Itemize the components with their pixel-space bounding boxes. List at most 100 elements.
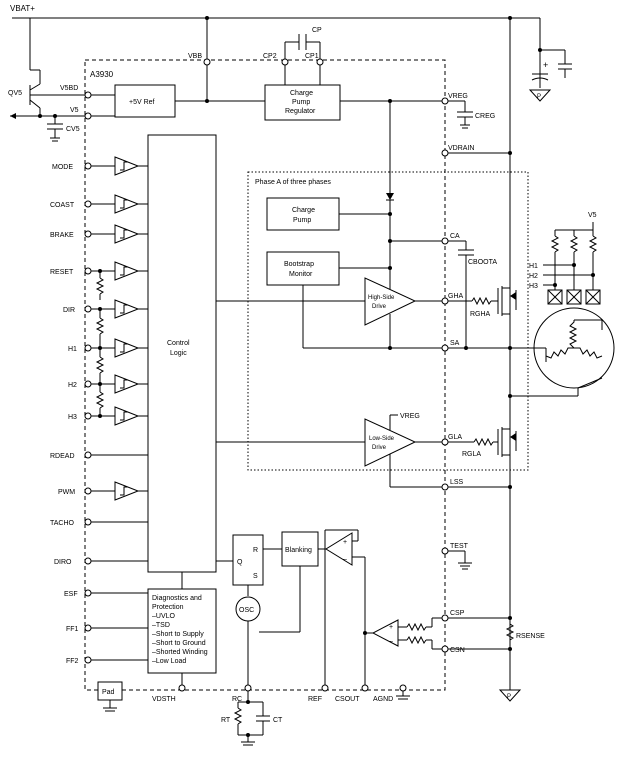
input-buffers [84, 156, 148, 664]
bootstrap-monitor-block [266, 251, 340, 286]
comparator [325, 532, 353, 566]
pin-tacho: TACHO [50, 520, 75, 527]
cp-reg-line2: Pump [292, 99, 310, 106]
pin-csp [441, 614, 449, 622]
ct-label: CT [273, 717, 283, 724]
pin-vreg-label: VREG [448, 93, 468, 100]
pin-gla-label: GLA [448, 434, 462, 441]
cp-label: CP [312, 27, 322, 34]
cap-plus-label: + [543, 60, 548, 70]
charge-pump-block [266, 197, 340, 231]
chip-boundary [84, 59, 446, 691]
rsense-label: RSENSE [516, 633, 545, 640]
pin-ff2: FF2 [66, 658, 79, 665]
pin-csn [441, 645, 449, 653]
svg-text:–Short to Ground: –Short to Ground [152, 640, 206, 647]
svg-text:–: – [389, 638, 393, 645]
pin-cp2-label: CP2 [263, 53, 277, 60]
pin-diro: DIRO [54, 559, 72, 566]
svg-text:S: S [253, 573, 258, 580]
pin-vdsth [178, 684, 186, 692]
pin-csp-label: CSP [450, 610, 465, 617]
svg-text:–Shorted Winding: –Shorted Winding [152, 649, 208, 656]
pin-dir: DIR [63, 307, 75, 314]
pin-v5 [84, 112, 92, 120]
svg-text:–Short to Supply: –Short to Supply [152, 631, 204, 638]
pin-vbb-label: VBB [188, 53, 202, 60]
pin-h2: H2 [68, 382, 77, 389]
vbat-label: VBAT+ [10, 4, 35, 13]
pin-vdrain-label: VDRAIN [448, 145, 474, 152]
high-side-mosfet [497, 280, 517, 322]
pin-test-label: TEST [450, 543, 469, 550]
pin-esf: ESF [64, 591, 78, 598]
phase-a-box [247, 171, 529, 471]
phase-a-label: Phase A of three phases [255, 179, 331, 186]
svg-text:+: + [343, 539, 347, 546]
charge-pump-regulator [264, 84, 341, 121]
pin-v5bd [84, 91, 92, 99]
svg-text:+: + [389, 624, 393, 631]
pin-test [441, 547, 449, 555]
pin-rc [244, 684, 252, 692]
creg-label: CREG [475, 113, 495, 120]
pin-ff1: FF1 [66, 626, 79, 633]
cboota-label: CBOOTA [468, 259, 497, 266]
pin-pwm: PWM [58, 489, 75, 496]
svg-text:–TSD: –TSD [152, 622, 170, 629]
pin-brake: BRAKE [50, 232, 74, 239]
low-side-mosfet [497, 420, 517, 470]
pin-rc-label: RC [232, 696, 242, 703]
control-logic-line1: Control [167, 340, 190, 347]
qv5-transistor [29, 69, 88, 116]
svg-text:Protection: Protection [152, 604, 184, 611]
pin-cp2 [281, 58, 289, 66]
pin-csout-label: CSOUT [335, 696, 360, 703]
pin-ca-label: CA [450, 233, 460, 240]
hall-h3-label: H3 [529, 283, 538, 290]
pin-vdsth-label: VDSTH [152, 696, 176, 703]
svg-text:–UVLO: –UVLO [152, 613, 176, 620]
rt-label: RT [221, 717, 231, 724]
pull-resistors [95, 269, 105, 418]
motor-windings [510, 307, 615, 396]
chip-name: A3930 [90, 70, 114, 79]
cp-reg-line3: Regulator [285, 108, 316, 115]
pin-lss-label: LSS [450, 479, 464, 486]
pin-cp1-label: CP1 [305, 53, 319, 60]
pin-sa [441, 344, 449, 352]
hall-h2-label: H2 [529, 273, 538, 280]
pin-reset: RESET [50, 269, 74, 276]
pin-rdead: RDEAD [50, 453, 75, 460]
ground-p-label: P [537, 94, 541, 100]
rgla-label: RGLA [462, 451, 481, 458]
pin-agnd-label: AGND [373, 696, 393, 703]
cv5-label: CV5 [66, 126, 80, 133]
rgha-label: RGHA [470, 311, 491, 318]
blanking-label: Blanking [285, 547, 312, 554]
hs-drive-line2: Drive [372, 304, 387, 310]
pin-h1: H1 [68, 346, 77, 353]
charge-pump-line2: Pump [293, 217, 311, 224]
svg-text:Q: Q [237, 559, 243, 566]
svg-text:Pad: Pad [102, 689, 115, 696]
v5-label-right: V5 [588, 212, 597, 219]
pin-lss [441, 483, 449, 491]
pin-csn-label: CSN [450, 647, 465, 654]
pin-ca [441, 237, 449, 245]
hall-h1-label: H1 [529, 263, 538, 270]
hall-sensors: V5 [543, 212, 601, 305]
pin-h3: H3 [68, 414, 77, 421]
pin-ref-label: REF [308, 696, 322, 703]
pin-v5-label: V5 [70, 107, 79, 114]
pin-gha-label: GHA [448, 293, 464, 300]
control-logic-line2: Logic [170, 350, 187, 357]
hs-drive-line1: High-Side [368, 295, 395, 301]
svg-text:–: – [343, 556, 347, 563]
pin-ref [321, 684, 329, 692]
pin-coast: COAST [50, 202, 75, 209]
cp-reg-line1: Charge [290, 90, 313, 97]
ls-drive-line2: Drive [372, 445, 387, 451]
pin-v5bd-label: V5BD [60, 85, 78, 92]
pin-mode: MODE [52, 164, 73, 171]
